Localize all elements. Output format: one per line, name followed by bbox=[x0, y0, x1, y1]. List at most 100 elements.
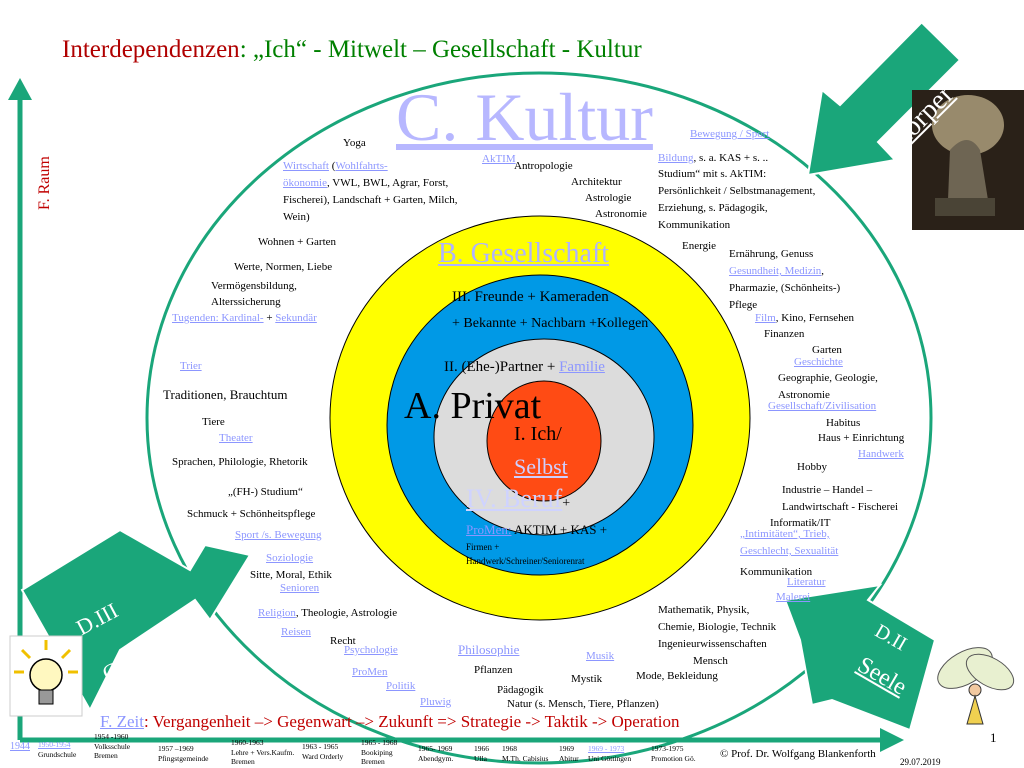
beruf-plus: + bbox=[562, 496, 571, 511]
link-senioren[interactable]: Senioren bbox=[280, 582, 320, 594]
link-bildung[interactable]: Bildung bbox=[658, 152, 694, 164]
timeline-year: 1954 -1960 bbox=[94, 732, 129, 741]
timeline-year[interactable]: 1969 - 1973 bbox=[588, 744, 625, 753]
label-persoenlichkeit: Persönlichkeit / Selbstmanagement, bbox=[658, 185, 816, 197]
label-mensch: Mensch bbox=[693, 655, 728, 667]
link-geschlecht[interactable]: Geschlecht, Sexualität bbox=[740, 545, 839, 557]
label-aktim-kas: AKTIM + KAS + bbox=[511, 522, 608, 537]
label-geographie: Geographie, Geologie, bbox=[778, 372, 878, 384]
seele-arrow-shape bbox=[783, 583, 937, 732]
link-musik[interactable]: Musik bbox=[586, 650, 615, 662]
timeline-label: Pfingstgemeinde bbox=[158, 754, 209, 763]
link-sport[interactable]: Sport /s. Bewegung bbox=[235, 529, 322, 541]
label-pflege: Pflege bbox=[729, 299, 758, 311]
label-fhstudium: „(FH-) Studium“ bbox=[228, 486, 303, 498]
link-wirtschaft[interactable]: Wirtschaft bbox=[283, 160, 329, 172]
raum-axis-arrowhead bbox=[8, 78, 32, 100]
link-politik[interactable]: Politik bbox=[386, 680, 416, 692]
outer-ellipse bbox=[145, 71, 933, 765]
timeline-label: Volksschule Bremen bbox=[94, 742, 131, 760]
label-garten: Garten bbox=[812, 344, 842, 356]
link-theater[interactable]: Theater bbox=[219, 432, 253, 444]
link-religion[interactable]: Religion bbox=[258, 607, 296, 619]
link-handwerk[interactable]: Handwerk bbox=[858, 448, 904, 460]
footer-date: 29.07.2019 bbox=[900, 757, 941, 767]
timeline-label: Uni Göttingen bbox=[588, 754, 632, 763]
link-wohlfahrts[interactable]: Wohlfahrts- bbox=[335, 160, 388, 172]
link-tugenden[interactable]: Tugenden: Kardinal- bbox=[172, 312, 264, 324]
label-wohnen: Wohnen + Garten bbox=[258, 236, 337, 248]
timeline-year: 1968 bbox=[502, 744, 517, 753]
timeline-label: Grundschule bbox=[38, 750, 77, 759]
link-pluwig[interactable]: Pluwig bbox=[420, 696, 452, 708]
link-trier[interactable]: Trier bbox=[180, 360, 202, 372]
link-promen2[interactable]: ProMen bbox=[352, 666, 388, 678]
timeline-label: Abitur bbox=[559, 754, 579, 763]
label-chemie: Chemie, Biologie, Technik bbox=[658, 621, 777, 633]
label-bekannte: + Bekannte + Nachbarn +Kollegen bbox=[452, 316, 648, 331]
link-soziologie[interactable]: Soziologie bbox=[266, 552, 314, 564]
label-bekannte-text: + Bekannte + Nachbarn +Kollegen bbox=[452, 316, 649, 331]
label-traditionen: Traditionen, Brauchtum bbox=[163, 387, 288, 402]
link-intimitaeten[interactable]: „Intimitäten“, Trieb, bbox=[740, 528, 830, 540]
label-oekonomie-line: ökonomie, VWL, BWL, Agrar, Forst, bbox=[283, 177, 448, 190]
label-industrie: Industrie – Handel – bbox=[782, 484, 873, 496]
link-promen[interactable]: ProMen: bbox=[466, 522, 512, 537]
link-philosophie[interactable]: Philosophie bbox=[458, 642, 520, 657]
timeline-label: M.Th. Cabisius bbox=[502, 754, 549, 763]
label-recht: Recht bbox=[330, 635, 356, 647]
zeit-axis-arrowhead bbox=[880, 728, 904, 752]
label-firmen: Firmen + bbox=[466, 542, 500, 552]
label-partner: II. (Ehe-)Partner + Familie bbox=[444, 360, 605, 375]
label-energie: Energie bbox=[682, 240, 717, 252]
zeit-axis-label: F. Zeit: Vergangenheit –> Gegenwart –> Z… bbox=[100, 712, 680, 732]
timeline-year: 1960-1963 bbox=[231, 738, 264, 747]
label-alters: Alterssicherung bbox=[211, 296, 281, 308]
label-habitus: Habitus bbox=[826, 417, 861, 429]
link-reisen[interactable]: Reisen bbox=[281, 626, 311, 638]
timeline-label: Lehre + Vers.Kaufm. Bremen bbox=[231, 748, 295, 766]
link-bewegung[interactable]: Bewegung / Sport bbox=[690, 128, 770, 140]
label-pflanzen: Pflanzen bbox=[474, 664, 513, 676]
link-selbst[interactable]: Selbst bbox=[514, 454, 568, 479]
label-ernaehrung: Ernährung, Genuss bbox=[729, 248, 814, 260]
label-vermoegen: Vermögensbildung, bbox=[211, 280, 297, 292]
label-haus: Haus + Einrichtung bbox=[818, 432, 905, 444]
link-geschichte[interactable]: Geschichte bbox=[794, 356, 843, 368]
label-tiere: Tiere bbox=[202, 416, 225, 428]
label-religion-rest: , Theologie, Astrologie bbox=[295, 607, 398, 619]
timeline-year[interactable]: 1950-1954 bbox=[38, 740, 71, 749]
label-astronomie2: Astronomie bbox=[778, 389, 830, 401]
link-psychologie[interactable]: Psychologie bbox=[344, 644, 398, 656]
link-malerei[interactable]: Malerei bbox=[776, 591, 811, 603]
timeline-label: Ulla bbox=[474, 754, 487, 763]
link-gesellschaft-zivilisation[interactable]: Gesellschaft/Zivilisation bbox=[768, 400, 877, 412]
link-film[interactable]: Film bbox=[755, 312, 776, 324]
label-erziehung: Erziehung, s. Pädagogik, bbox=[658, 202, 768, 214]
label-sitte: Sitte, Moral, Ethik bbox=[250, 569, 332, 581]
link-sekundaer[interactable]: Sekundär bbox=[275, 312, 317, 324]
beruf-label: IV. Beruf+ bbox=[466, 484, 570, 514]
label-hobby: Hobby bbox=[797, 461, 827, 473]
link-zeit[interactable]: F. Zeit bbox=[100, 712, 144, 731]
link-gesundheit[interactable]: Gesundheit, Medizin bbox=[729, 265, 822, 277]
timeline-year[interactable]: 1944 bbox=[10, 741, 30, 752]
link-aktim[interactable]: AkTIM bbox=[482, 153, 516, 165]
label-film-line: Film, Kino, Fernsehen bbox=[755, 312, 854, 325]
label-studium: Studium“ mit s. AkTIM: bbox=[658, 168, 767, 180]
label-vwl: , VWL, BWL, Agrar, Forst, bbox=[327, 177, 449, 189]
timeline-year: 1969 bbox=[559, 744, 574, 753]
ring-label-gesellschaft[interactable]: B. Gesellschaft bbox=[438, 238, 610, 269]
fairy-image bbox=[937, 647, 1015, 725]
link-familie[interactable]: Familie bbox=[559, 359, 605, 375]
link-literatur[interactable]: Literatur bbox=[787, 576, 826, 588]
timeline-label: Ward Orderly bbox=[302, 752, 344, 761]
label-mode: Mode, Bekleidung bbox=[636, 670, 718, 682]
timeline-label: Abendgym. bbox=[418, 754, 454, 763]
link-oekonomie[interactable]: ökonomie bbox=[283, 177, 327, 189]
ring-label-kultur[interactable]: C. Kultur bbox=[396, 79, 653, 155]
timeline-label: Promotion Gö. bbox=[651, 754, 696, 763]
label-wirtschaft: Wirtschaft (Wohlfahrts- bbox=[283, 160, 388, 172]
timeline-year: 1973-1975 bbox=[651, 744, 684, 753]
link-beruf[interactable]: IV. Beruf bbox=[466, 484, 563, 513]
